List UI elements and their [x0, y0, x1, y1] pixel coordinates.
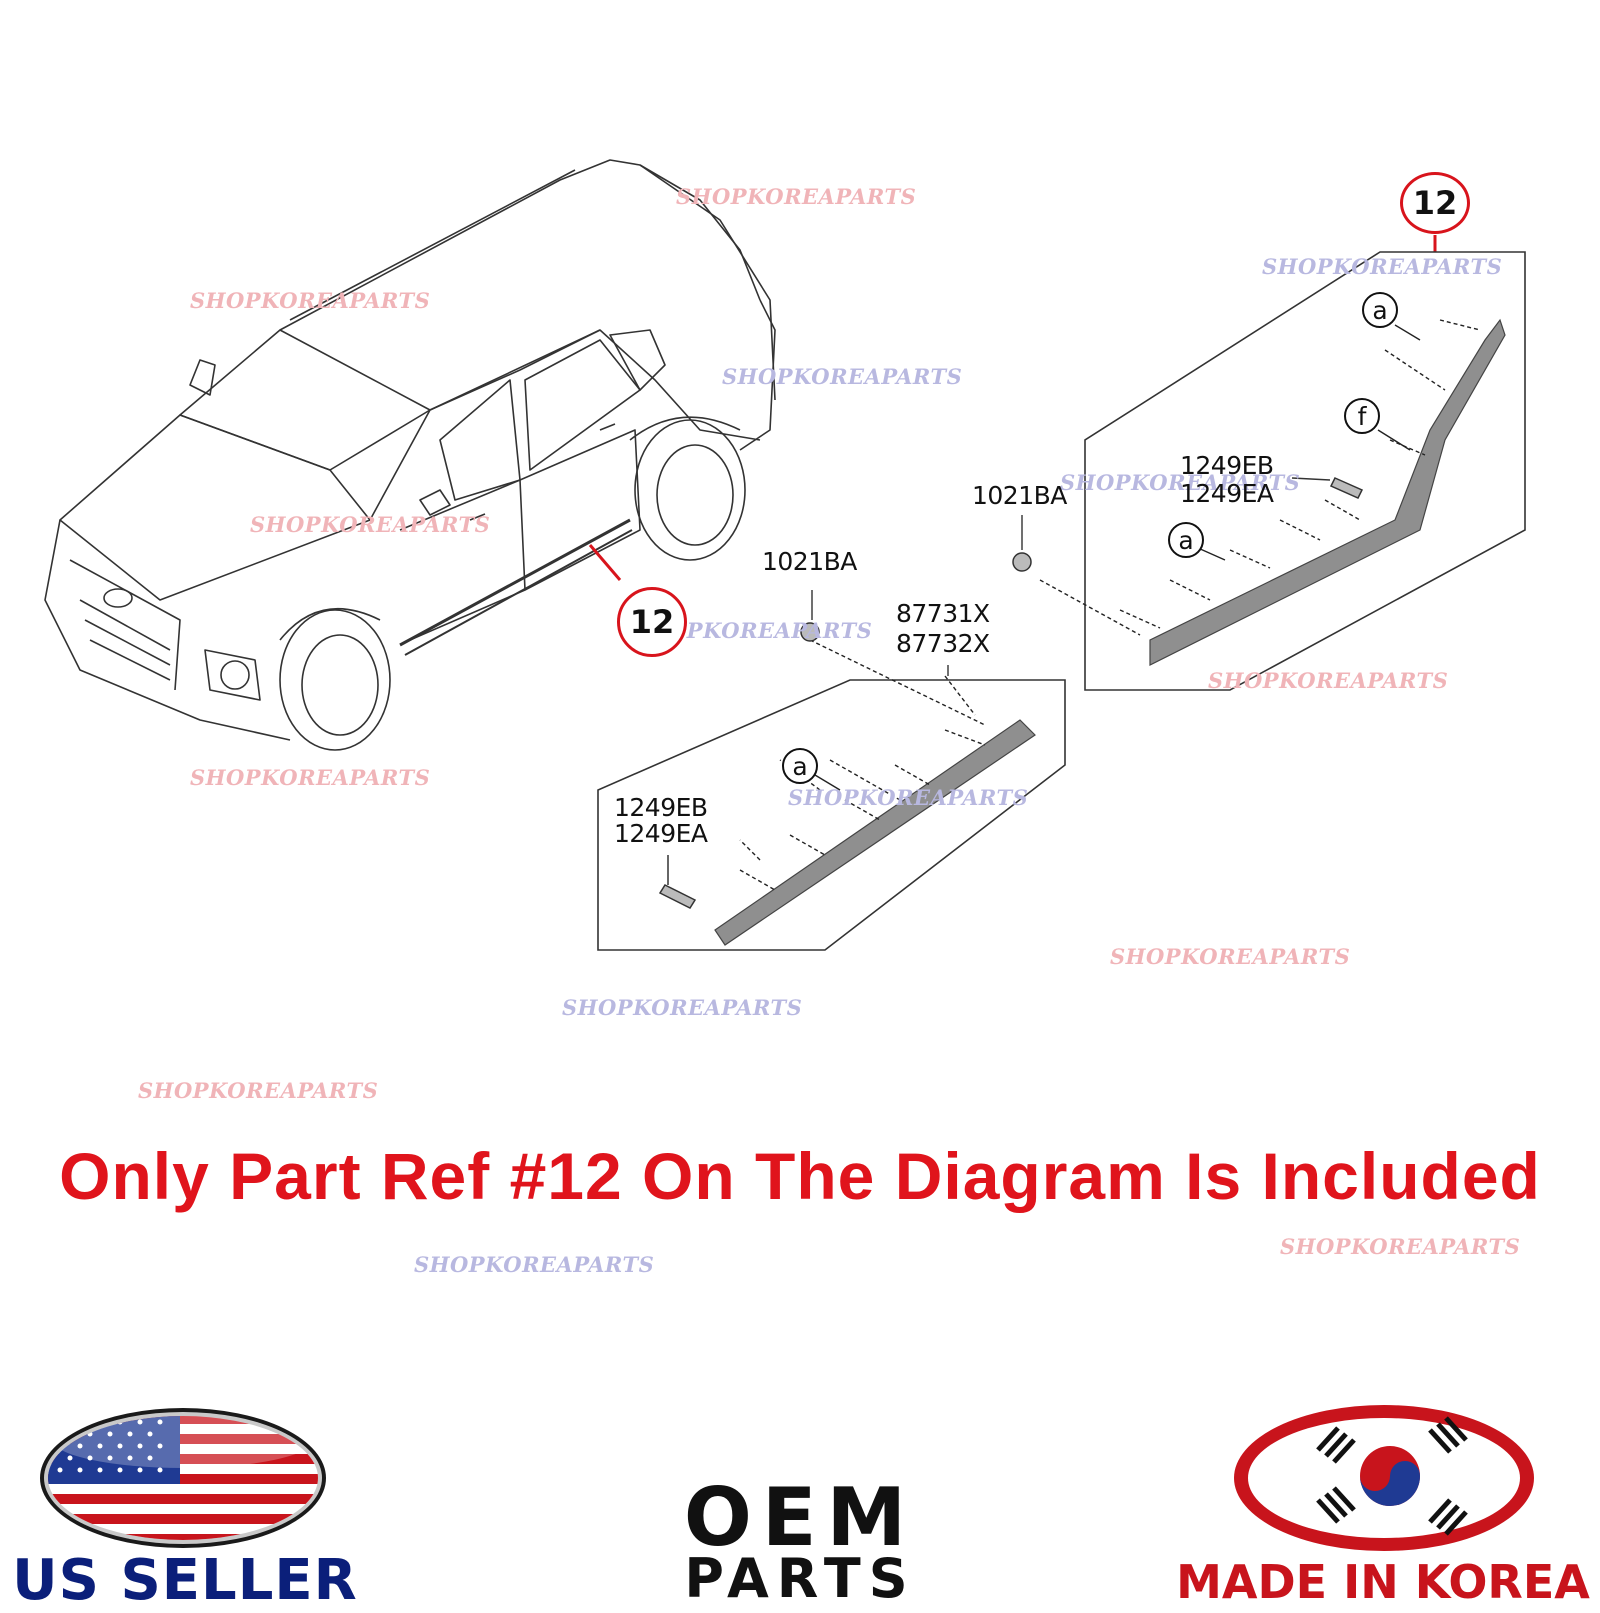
watermark: SHOPKOREAPARTS	[1262, 254, 1503, 279]
vehicle-illustration	[44, 159, 776, 751]
callout-a-rear-top: a	[1362, 292, 1398, 328]
watermark: SHOPKOREAPARTS	[190, 765, 431, 790]
watermark: SHOPKOREAPARTS	[1110, 944, 1351, 969]
rear-nut-icon	[1012, 515, 1032, 572]
callout-a-rear-bottom: a	[1168, 522, 1204, 558]
watermark: SHOPKOREAPARTS	[562, 995, 803, 1020]
ref-12-circle-vehicle: 12	[617, 587, 687, 657]
clip-label-right-eb: 1249EB	[1180, 451, 1274, 480]
watermark: SHOPKOREAPARTS	[722, 364, 963, 389]
part-number-87732x: 87732X	[896, 629, 990, 658]
watermark: SHOPKOREAPARTS	[138, 1078, 379, 1103]
callout-leaders	[814, 324, 1421, 791]
rear-sill-frame	[1084, 251, 1526, 691]
ref-12-circle-panel: 12	[1400, 172, 1470, 234]
watermark: SHOPKOREAPARTS	[1280, 1234, 1521, 1259]
watermark: SHOPKOREAPARTS	[190, 288, 431, 313]
callout-f-rear: f	[1344, 398, 1380, 434]
front-screw-icon	[658, 855, 697, 909]
nut-label-right: 1021BA	[972, 481, 1067, 510]
front-sill-frame	[597, 679, 1066, 951]
parts-label: PARTS	[684, 1547, 916, 1610]
callout-a-front: a	[782, 748, 818, 784]
us-flag-oval-icon	[40, 1408, 326, 1548]
watermark: SHOPKOREAPARTS	[676, 184, 917, 209]
clip-label-right-ea: 1249EA	[1180, 479, 1274, 508]
watermark: SHOPKOREAPARTS	[1060, 470, 1301, 495]
rear-clip-arrows	[1039, 319, 1481, 636]
made-in-korea-label: MADE IN KOREA	[1176, 1555, 1590, 1609]
oem-label: OEM	[683, 1471, 917, 1564]
clip-label-left-ea: 1249EA	[614, 819, 708, 848]
korea-flag-oval-icon	[1234, 1405, 1534, 1551]
front-sill-moulding	[714, 719, 1036, 946]
watermark: SHOPKOREAPARTS	[250, 512, 491, 537]
ref-leader-left	[588, 544, 622, 581]
included-part-notice: Only Part Ref #12 On The Diagram Is Incl…	[59, 1139, 1541, 1213]
rear-screw-icon	[1291, 477, 1364, 499]
front-nut-icon	[800, 590, 820, 642]
watermark: SHOPKOREAPARTS	[414, 1252, 655, 1277]
part-number-87731x: 87731X	[896, 599, 990, 628]
clip-label-left-eb: 1249EB	[614, 793, 708, 822]
nut-label-left: 1021BA	[762, 547, 857, 576]
watermark: SHOPKOREAPARTS	[1208, 668, 1449, 693]
rear-sill-moulding	[1149, 318, 1506, 666]
us-seller-label: US SELLER	[12, 1548, 358, 1613]
watermark: SHOPKOREAPARTS	[788, 785, 1029, 810]
